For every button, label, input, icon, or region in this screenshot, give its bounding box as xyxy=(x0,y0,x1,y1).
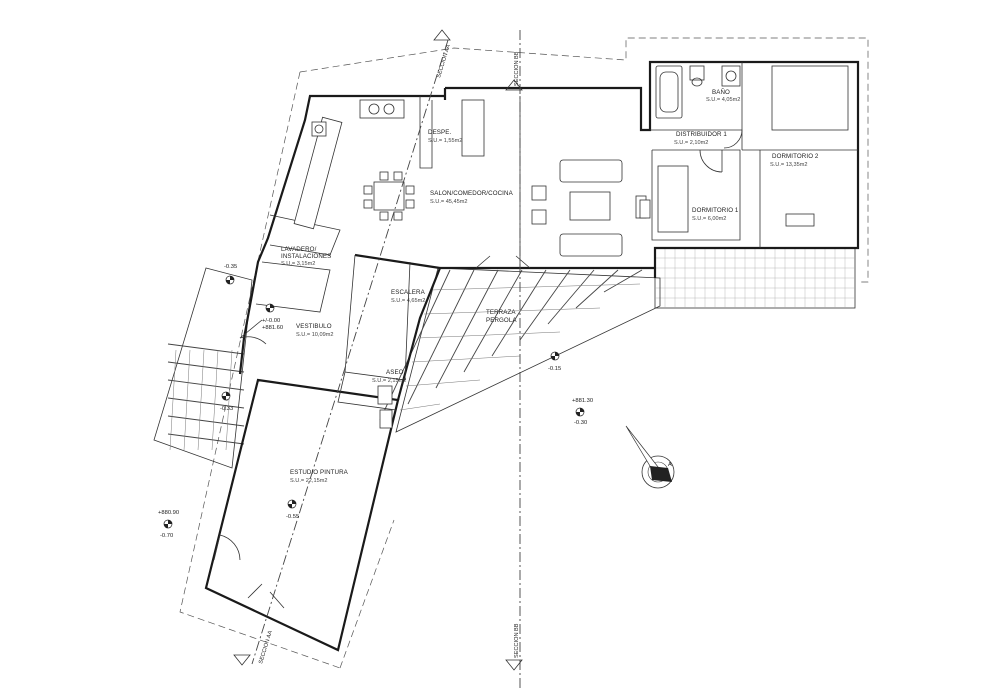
level-symbol-icon xyxy=(287,499,297,509)
level-marker: -0.35 xyxy=(224,264,237,285)
pergola-beam xyxy=(575,269,619,309)
terrace-tiles xyxy=(654,247,856,309)
room-bano-area: S.U.= 4,05m2 xyxy=(706,97,740,103)
pergola-rafter xyxy=(423,307,601,315)
level-symbol-icon xyxy=(265,303,275,313)
dining-chair xyxy=(379,171,389,181)
plot-boundary xyxy=(179,37,869,669)
dining-chair xyxy=(405,185,415,195)
section-bb-top-label: SECCION BB xyxy=(514,51,520,86)
room-salon-area: S.U.= 45,45m2 xyxy=(430,199,467,205)
level-symbol-icon xyxy=(221,391,231,401)
dining-chair xyxy=(379,211,389,221)
room-vestibulo-name: VESTIBULO xyxy=(296,323,332,330)
porch-beam xyxy=(167,379,245,391)
room-bano-name: BAÑO xyxy=(712,89,730,96)
level-absolute: +880.90 xyxy=(158,510,179,516)
level-absolute: +881.30 xyxy=(572,398,593,404)
pergola-beam xyxy=(547,269,595,325)
level-markers: -0.35 +/-0.00 +881.60 -0.33 xyxy=(158,264,593,539)
section-bb-bottom-label: SECCION BB xyxy=(514,623,520,658)
porch-beam xyxy=(167,433,245,445)
pergola-rafter xyxy=(429,283,641,291)
level-symbol-icon xyxy=(163,519,173,529)
room-dormitorio2-area: S.U.= 13,35m2 xyxy=(770,162,807,168)
level-value: -0.70 xyxy=(160,533,173,539)
compass-north-icon: A xyxy=(625,425,675,489)
dining-chair xyxy=(405,199,415,209)
level-symbol-icon xyxy=(575,407,585,417)
pergola-rafter xyxy=(405,379,481,387)
dining-chair xyxy=(363,199,373,209)
level-value: -0.30 xyxy=(574,420,587,426)
room-lavadero-name2: INSTALACIONES xyxy=(281,253,331,260)
room-terraza-name: TERRAZA xyxy=(486,309,516,316)
room-dormitorio2-name: DORMITORIO 2 xyxy=(772,153,819,160)
section-aa-top-label: SECCION AA xyxy=(436,44,452,79)
level-value: -0.55 xyxy=(286,514,299,520)
level-symbol-icon xyxy=(225,275,235,285)
pergola-rafter xyxy=(417,331,561,339)
level-marker: +880.90 -0.70 xyxy=(158,510,179,539)
pergola-beam xyxy=(463,269,523,373)
dining-chair xyxy=(363,185,373,195)
room-lavadero-name: LAVADERO/ xyxy=(281,246,317,253)
porch-rafter xyxy=(197,349,205,451)
porch-beam xyxy=(167,343,245,355)
level-marker: -0.33 xyxy=(220,391,233,412)
level-marker: -0.15 xyxy=(548,351,561,372)
pergola-beam xyxy=(491,269,547,357)
room-distribuidor-area: S.U.= 2,10m2 xyxy=(674,140,708,146)
level-marker: +881.30 -0.30 xyxy=(572,398,593,426)
porch-beam xyxy=(167,397,245,409)
room-terraza-name2: PERGOLA xyxy=(486,317,517,324)
porch-beam xyxy=(167,415,245,427)
porch-rafter xyxy=(183,349,191,451)
room-dormitorio1-name: DORMITORIO 1 xyxy=(692,207,739,214)
dining-chair xyxy=(393,211,403,221)
room-aseo-area: S.U.= 2,15m2 xyxy=(372,378,406,384)
pergola-beam xyxy=(519,269,571,341)
room-estudio-area: S.U.= 22,15m2 xyxy=(290,478,327,484)
room-estudio-name: ESTUDIO PINTURA xyxy=(290,469,349,476)
porch-rafter xyxy=(169,349,177,451)
room-lavadero-area: S.U.= 3,15m2 xyxy=(281,261,315,267)
room-vestibulo-area: S.U.= 10,09m2 xyxy=(296,332,333,338)
level-value: -0.33 xyxy=(220,406,233,412)
room-dormitorio1-area: S.U.= 6,00m2 xyxy=(692,216,726,222)
level-value: -0.15 xyxy=(548,366,561,372)
pergola-rafter xyxy=(399,403,441,411)
room-salon-name: SALON/COMEDOR/COCINA xyxy=(430,190,514,197)
left-porch xyxy=(153,267,253,469)
room-despe-area: S.U.= 1,55m2 xyxy=(428,138,462,144)
level-marker: +/-0.00 +881.60 xyxy=(262,303,283,331)
room-distribuidor-name: DISTRIBUIDOR 1 xyxy=(676,131,727,138)
room-despe-name: DESPE. xyxy=(428,129,451,136)
level-absolute: +881.60 xyxy=(262,325,283,331)
room-labels: DESPE. S.U.= 1,55m2 SALON/COMEDOR/COCINA… xyxy=(281,89,819,484)
pergola-beam xyxy=(603,269,643,293)
room-aseo-name: ASEO xyxy=(386,369,404,376)
dining-chair xyxy=(393,171,403,181)
room-escalera-area: S.U.= 4,65m2 xyxy=(391,298,425,304)
furniture xyxy=(293,65,849,429)
porch-beam xyxy=(167,361,245,373)
compass-marker: A xyxy=(668,462,672,468)
porch-rafter xyxy=(211,349,219,451)
door-swings xyxy=(213,129,743,609)
pergola-rafter xyxy=(411,355,521,363)
pergola-beam xyxy=(435,269,499,389)
room-escalera-name: ESCALERA xyxy=(391,289,426,296)
level-value: -0.35 xyxy=(224,264,237,270)
section-lines xyxy=(233,29,523,690)
level-symbol-icon xyxy=(550,351,560,361)
section-aa-bottom-label: SECCION AA xyxy=(258,630,274,665)
level-value: +/-0.00 xyxy=(262,318,280,324)
porch-rafter xyxy=(225,349,233,451)
level-marker: -0.55 xyxy=(286,499,299,520)
